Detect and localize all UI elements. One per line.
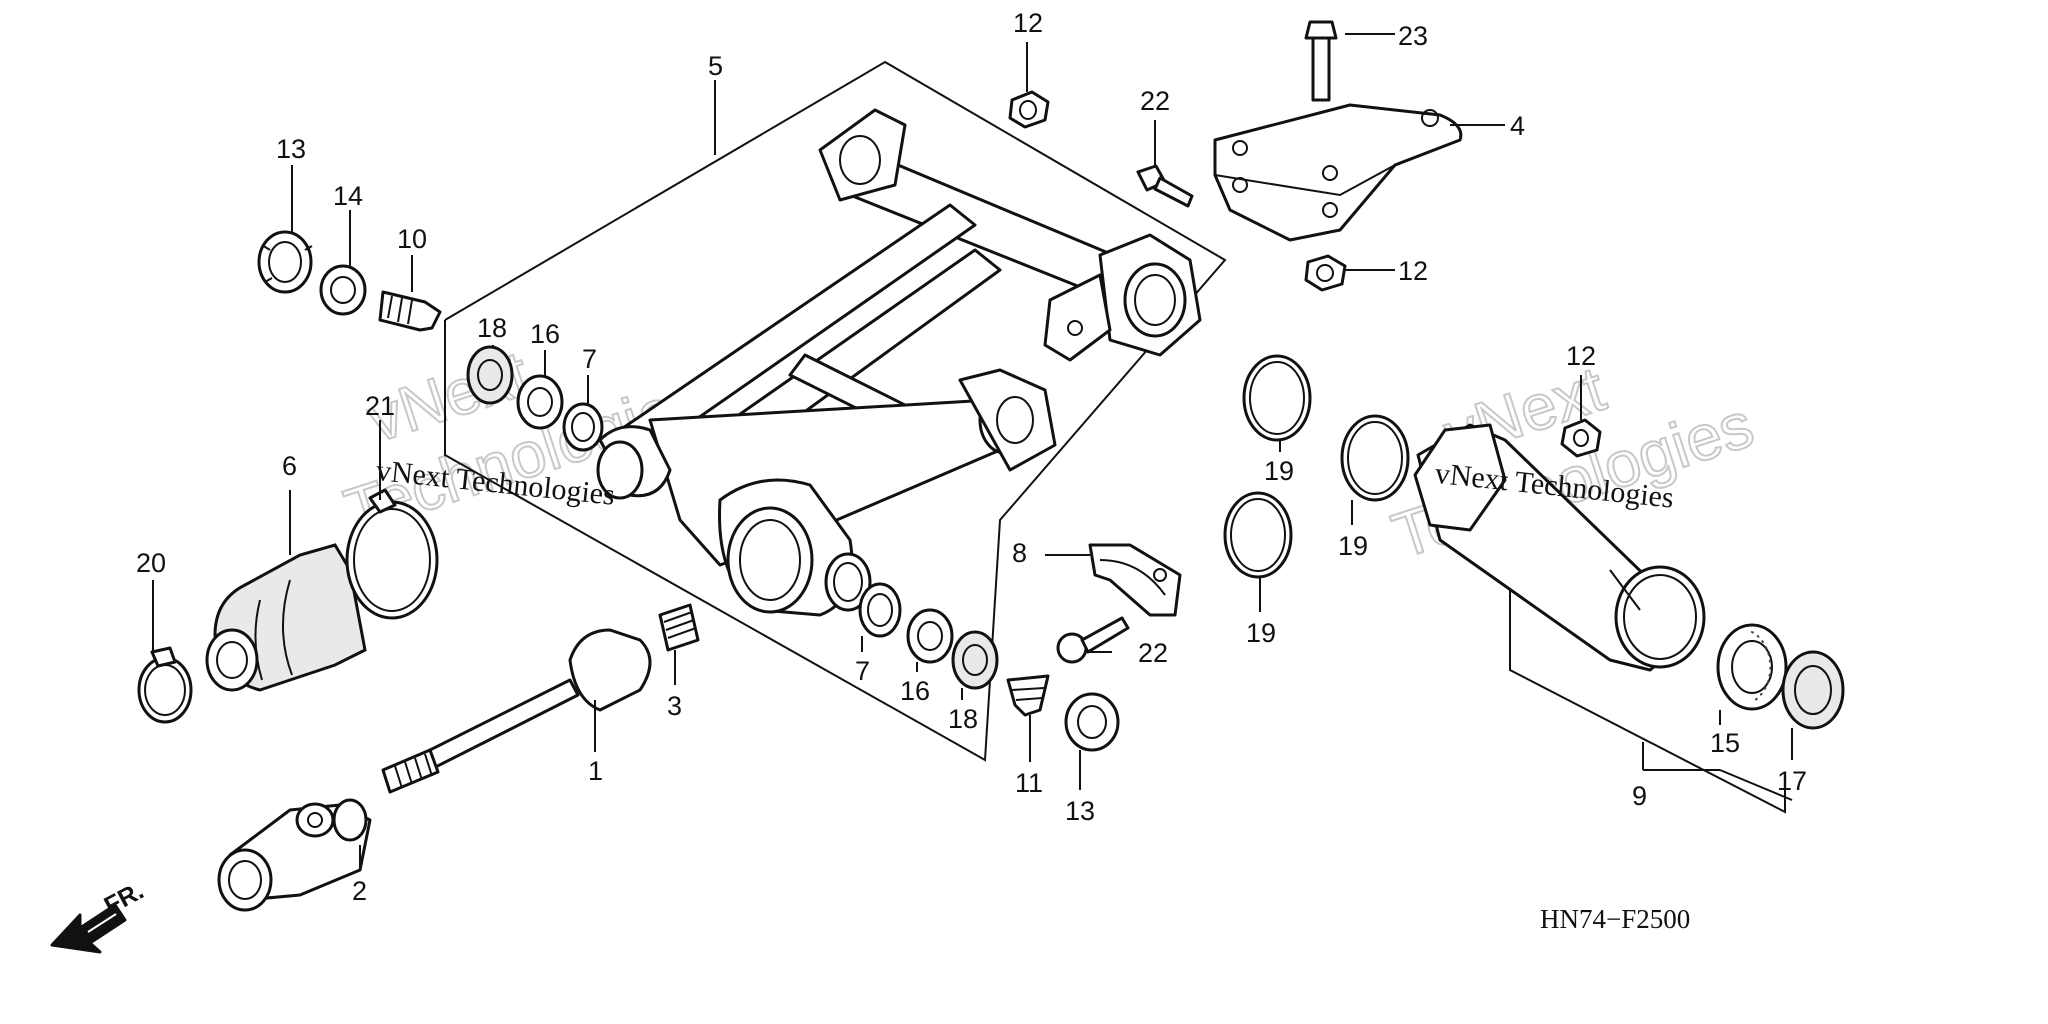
callout-14: 14	[333, 181, 363, 211]
callout-13-top: 13	[276, 134, 306, 164]
nut-12-top	[1008, 90, 1050, 129]
group-outline-housing	[1509, 590, 1786, 814]
washer-14	[319, 264, 367, 316]
callout-15: 15	[1710, 728, 1740, 758]
callout-3: 3	[667, 691, 682, 721]
front-direction-arrow: FR.	[50, 877, 148, 954]
bearing-15	[1716, 623, 1788, 711]
callout-17: 17	[1777, 766, 1807, 796]
spacer-7-upper	[562, 402, 604, 452]
callout-20: 20	[136, 548, 166, 578]
locknut-13-lower	[1064, 692, 1120, 752]
callout-6: 6	[282, 451, 297, 481]
bolt-22-top	[1136, 164, 1194, 208]
callout-12-housing: 12	[1566, 341, 1596, 371]
callout-19-a: 19	[1264, 456, 1294, 486]
callout-labels: 12 23 4 22 12 5 13 14 10 18 16 7 21 6 20…	[136, 8, 1807, 906]
clamp-bracket	[1088, 543, 1182, 617]
callout-12-top: 12	[1013, 8, 1043, 38]
bracket-plate	[1213, 103, 1463, 242]
callout-16-lower: 16	[900, 676, 930, 706]
o-ring-19-a	[1242, 354, 1312, 442]
boot-10	[378, 290, 442, 332]
boot-6	[205, 543, 367, 692]
u-joint-2	[217, 798, 372, 912]
callout-23: 23	[1398, 21, 1428, 51]
callout-7-upper: 7	[582, 344, 597, 374]
callout-10: 10	[397, 224, 427, 254]
callout-13-lower: 13	[1065, 796, 1095, 826]
callout-19-b: 19	[1246, 618, 1276, 648]
bearing-16-upper	[516, 374, 564, 430]
o-ring-19-b	[1223, 491, 1293, 579]
drive-shaft-1	[381, 628, 652, 794]
callout-16-upper: 16	[530, 319, 560, 349]
bolt-23	[1304, 20, 1338, 102]
group-outline-swingarm	[444, 60, 1227, 762]
callout-11: 11	[1015, 768, 1043, 798]
spring-3	[658, 603, 700, 652]
callout-5: 5	[708, 51, 723, 81]
callout-21: 21	[365, 391, 395, 421]
callout-22-top: 22	[1140, 86, 1170, 116]
callout-4: 4	[1510, 111, 1525, 141]
callout-2: 2	[352, 876, 367, 906]
boot-11	[1006, 674, 1050, 717]
diagram-code: HN74−F2500	[1540, 904, 1690, 934]
callout-22-bottom: 22	[1138, 638, 1168, 668]
swingarm	[596, 108, 1202, 617]
bolt-22-bottom	[1056, 616, 1130, 664]
clamp-20	[137, 646, 193, 724]
locknut-13-top	[257, 230, 313, 294]
seal-18-upper	[466, 345, 514, 405]
callout-7-lower: 7	[855, 656, 870, 686]
callout-19-c: 19	[1338, 531, 1368, 561]
o-ring-19-c	[1340, 414, 1410, 502]
callout-1: 1	[588, 756, 603, 786]
seal-17	[1781, 650, 1845, 730]
nut-12-housing	[1560, 418, 1602, 458]
callout-18-upper: 18	[477, 313, 507, 343]
shaft-housing	[1413, 423, 1706, 672]
seal-18-lower	[951, 630, 999, 690]
callout-8: 8	[1012, 538, 1027, 568]
callout-18-lower: 18	[948, 704, 978, 734]
callout-12-right: 12	[1398, 256, 1428, 286]
bearing-16-lower	[906, 608, 954, 664]
spacer-7-lower	[858, 582, 902, 638]
callout-9: 9	[1632, 781, 1647, 811]
nut-12-right	[1304, 254, 1347, 292]
leader-lines	[152, 33, 1793, 870]
